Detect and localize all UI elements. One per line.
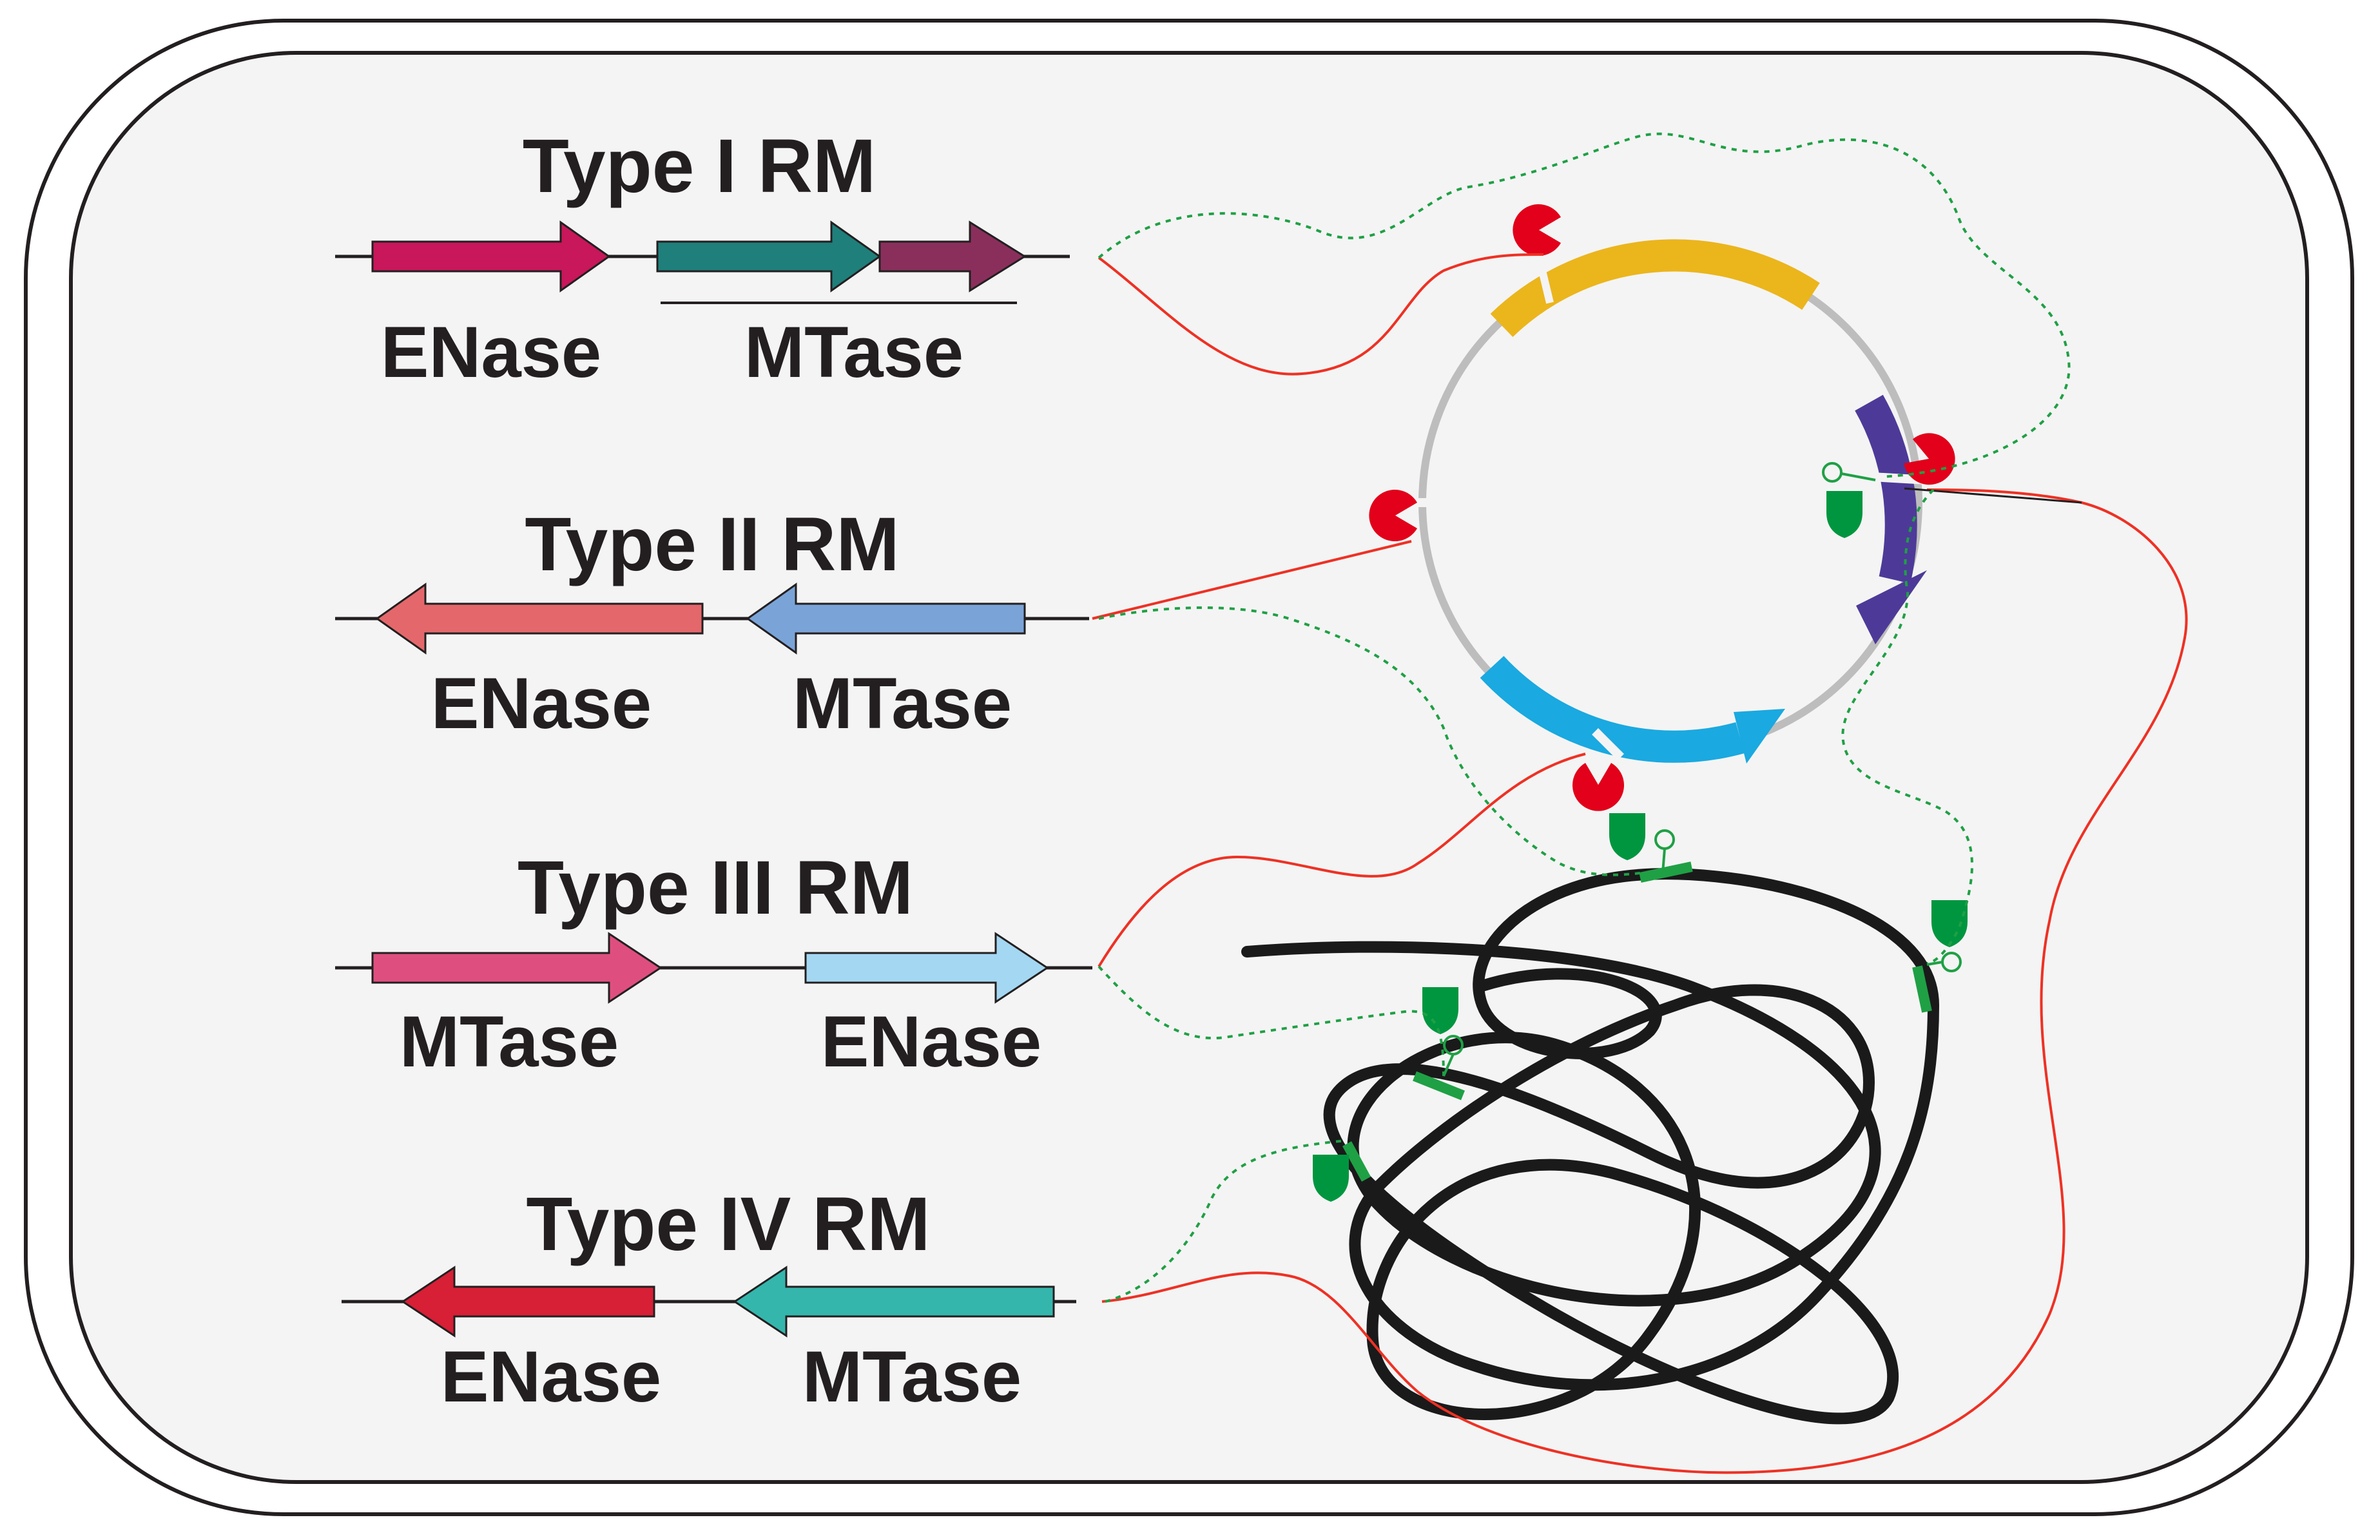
type-3-title: Type III RM — [518, 845, 913, 930]
cut-site-markers — [1369, 204, 1955, 811]
plasmid-gene-purple-arrowhead — [1856, 570, 1927, 644]
methyl-shield-icon — [1826, 491, 1862, 538]
type-3-mtase-gene-arrow — [371, 932, 663, 1004]
type-1-title: Type I RM — [523, 124, 876, 209]
type-1-mtase-gene-arrow-b — [878, 220, 1027, 293]
type-2-enase-label: ENase — [431, 663, 652, 744]
type-1-enase-label: ENase — [381, 312, 601, 392]
plasmid-cut-gap — [1592, 728, 1624, 760]
methyl-shield-icon — [1313, 1155, 1349, 1202]
cut-site-pacman-icon — [1513, 204, 1561, 256]
type-1-rm-system: Type I RM ENase MTase — [335, 124, 1070, 392]
plasmid-gene-blue-arrowhead — [1734, 709, 1785, 764]
plasmid-gene-yellow — [1490, 239, 1820, 337]
type-2-mtase-label: MTase — [793, 663, 1012, 744]
methyl-marker — [1931, 900, 1968, 947]
cut-site-pacman-icon — [1572, 763, 1624, 811]
type-4-methylation-path — [1105, 1139, 1348, 1303]
type-1-cut-path — [1098, 253, 1544, 376]
type-4-rm-system: Type IV RM ENase MTase — [342, 1182, 1076, 1417]
methyl-marker — [1422, 987, 1458, 1034]
cell-outer-membrane — [24, 19, 2354, 1516]
methyl-shield-icon — [1422, 987, 1458, 1034]
type-1-enase-gene-arrow — [371, 220, 611, 293]
type-2-methylation-path — [1098, 606, 1641, 876]
methyl-lollipop-icon — [1654, 829, 1675, 874]
cut-site-pacman-icon — [1369, 490, 1417, 541]
type-1-mtase-gene-arrow-a — [656, 220, 882, 293]
methyl-markers — [1313, 462, 1968, 1202]
type-3-methylation-path — [1098, 965, 1445, 1077]
methyl-lollipop-icon — [1822, 462, 1876, 483]
type-2-mtase-gene-arrow — [746, 582, 1026, 655]
type-3-enase-gene-arrow — [804, 932, 1049, 1004]
endonuclease-paths — [1092, 253, 2188, 1474]
chromosome-methylated-sites — [1342, 861, 1932, 1182]
chromosome-dna — [1241, 868, 1940, 1425]
methyl-lollipop-icon — [1442, 1035, 1464, 1077]
plasmid-cut-gap — [1538, 269, 1554, 304]
methyl-marker — [1313, 1155, 1349, 1202]
methyl-marker — [1609, 813, 1645, 860]
methylated-site — [1413, 1071, 1465, 1101]
type-2-enase-gene-arrow — [375, 582, 704, 655]
type-3-rm-system: Type III RM MTase ENase — [335, 845, 1092, 1082]
type-2-cut-path — [1092, 540, 1412, 620]
methylated-site — [1912, 965, 1932, 1013]
type-3-enase-label: ENase — [821, 1001, 1041, 1082]
type-3-mtase-label: MTase — [400, 1001, 619, 1082]
methyl-lollipop-icon — [1926, 952, 1962, 972]
type-4-enase-label: ENase — [441, 1336, 661, 1417]
type-4-enase-gene-arrow — [401, 1266, 655, 1338]
plasmid-gene-purple — [1855, 394, 1917, 584]
methylated-site — [1342, 1141, 1371, 1182]
type-4-cut-path — [1101, 488, 2188, 1474]
type-1-mtase-label: MTase — [744, 312, 963, 392]
type-4-mtase-label: MTase — [802, 1336, 1021, 1417]
methyl-shield-icon — [1609, 813, 1645, 860]
methylated-site — [1639, 861, 1693, 883]
cut-site-pacman-icon — [1904, 433, 1955, 485]
type-1-methylation-path — [1098, 132, 2071, 478]
type-2-rm-system: Type II RM ENase MTase — [335, 502, 1089, 744]
plasmid — [1415, 239, 1928, 764]
cell-inner-membrane — [69, 51, 2309, 1484]
plasmid-to-chromosome-methylation-path — [1841, 488, 1973, 965]
type-2-title: Type II RM — [525, 502, 899, 587]
methyl-shield-icon — [1931, 900, 1968, 947]
type-4-title: Type IV RM — [526, 1182, 930, 1267]
methylation-paths — [1098, 132, 2071, 1303]
type-3-cut-path — [1098, 753, 1586, 968]
type-4-mtase-gene-arrow — [733, 1266, 1055, 1338]
methyl-marker — [1826, 491, 1862, 538]
